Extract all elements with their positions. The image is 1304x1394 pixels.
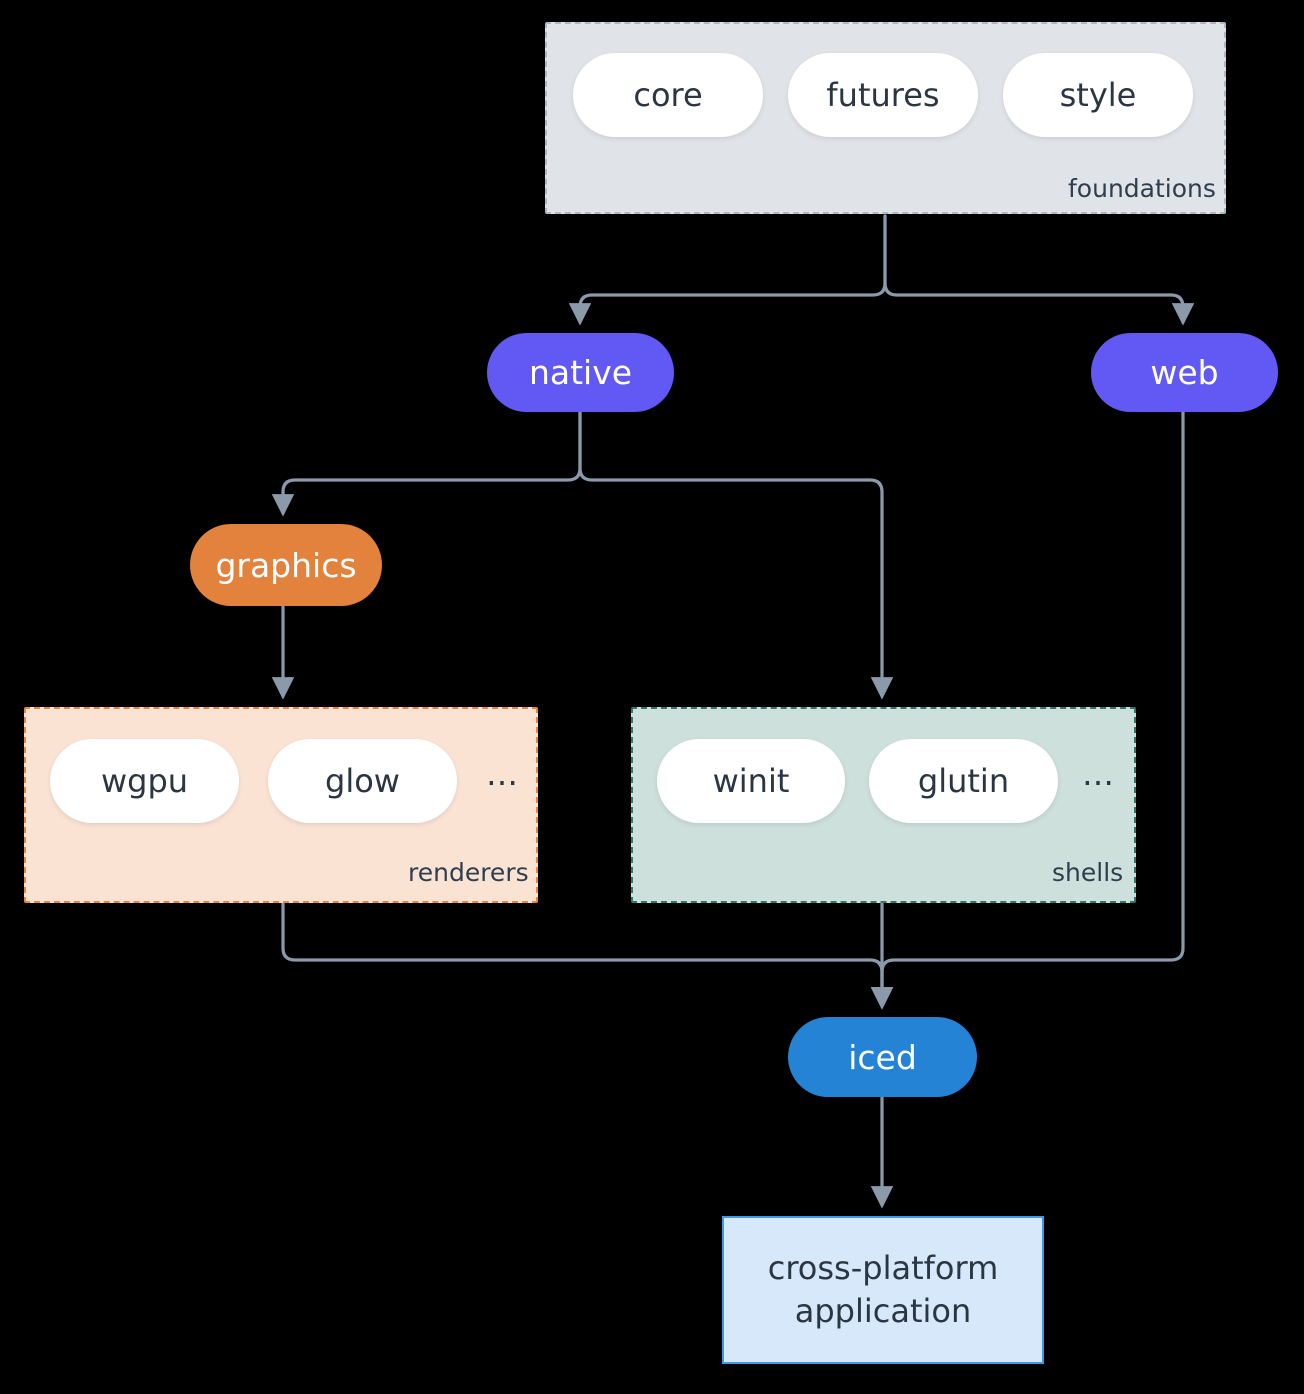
edge-renderers-iced	[281, 901, 894, 1010]
node-style-label: style	[1059, 76, 1137, 114]
node-iced-label: iced	[848, 1037, 917, 1077]
node-glow[interactable]: glow	[268, 739, 457, 823]
node-web-label: web	[1150, 353, 1219, 392]
node-winit-label: winit	[712, 762, 790, 800]
node-style[interactable]: style	[1003, 53, 1193, 137]
group-renderers-items: wgpu glow …	[50, 739, 518, 823]
node-wgpu[interactable]: wgpu	[50, 739, 239, 823]
node-native-label: native	[528, 353, 633, 392]
edge-native-graphics	[271, 410, 582, 517]
group-foundations-items: core futures style	[573, 53, 1193, 137]
node-iced[interactable]: iced	[788, 1017, 977, 1097]
node-application-label-line1: cross-platform	[767, 1248, 999, 1287]
node-graphics-label: graphics	[215, 545, 357, 585]
edge-foundations-native	[568, 214, 887, 326]
group-shells-items: winit glutin …	[657, 739, 1114, 823]
node-glow-label: glow	[325, 762, 400, 800]
node-futures[interactable]: futures	[788, 53, 978, 137]
shells-ellipsis: …	[1082, 755, 1114, 793]
node-graphics[interactable]: graphics	[190, 524, 382, 606]
node-glutin-label: glutin	[917, 762, 1010, 800]
node-cross-platform-application[interactable]: cross-platform application	[722, 1216, 1044, 1364]
renderers-ellipsis: …	[486, 755, 518, 793]
node-winit[interactable]: winit	[657, 739, 845, 823]
node-application-label-line2: application	[794, 1292, 972, 1330]
node-glutin[interactable]: glutin	[869, 739, 1058, 823]
node-core-label: core	[633, 76, 703, 114]
node-futures-label: futures	[826, 76, 940, 114]
group-renderers-label: renderers	[408, 858, 529, 887]
edge-native-shells	[578, 410, 894, 700]
node-web[interactable]: web	[1091, 333, 1278, 412]
edge-foundations-web	[883, 214, 1195, 326]
node-core[interactable]: core	[573, 53, 763, 137]
group-shells-label: shells	[1052, 858, 1124, 887]
group-foundations-label: foundations	[1068, 174, 1216, 203]
node-wgpu-label: wgpu	[100, 762, 189, 800]
node-native[interactable]: native	[487, 333, 674, 412]
